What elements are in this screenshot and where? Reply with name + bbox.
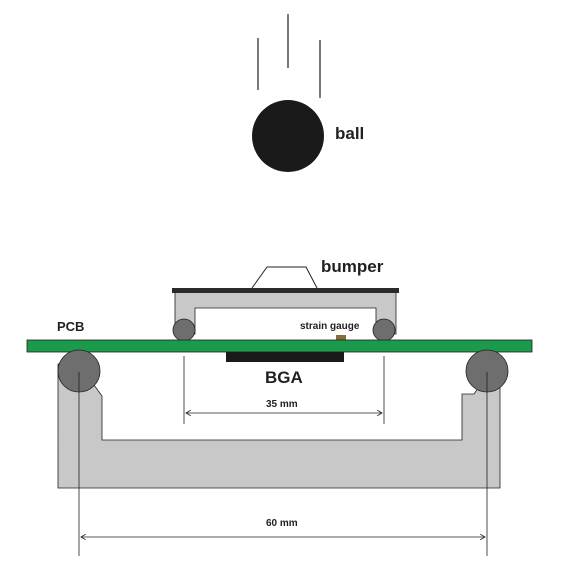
pcb-board	[26, 339, 533, 353]
bumper-ball-right	[372, 318, 396, 342]
bumper	[172, 266, 399, 335]
bumper-top-plate	[172, 288, 399, 293]
falling-ball	[252, 100, 324, 172]
strain-gauge-label: strain gauge	[300, 321, 360, 332]
strain-gauge	[336, 335, 346, 340]
bga-label: BGA	[265, 368, 303, 387]
dimension-60mm	[78, 372, 488, 556]
dimension-35mm-label: 35 mm	[266, 399, 298, 410]
ball-label: ball	[335, 124, 364, 143]
dimension-60mm-label: 60 mm	[266, 518, 298, 529]
pcb-label: PCB	[57, 319, 84, 334]
dimension-35mm	[183, 356, 385, 424]
bumper-ball-left	[172, 318, 196, 342]
bumper-striker	[251, 266, 318, 289]
bumper-label: bumper	[321, 257, 384, 276]
bga-component	[226, 352, 344, 362]
motion-lines	[257, 14, 321, 98]
